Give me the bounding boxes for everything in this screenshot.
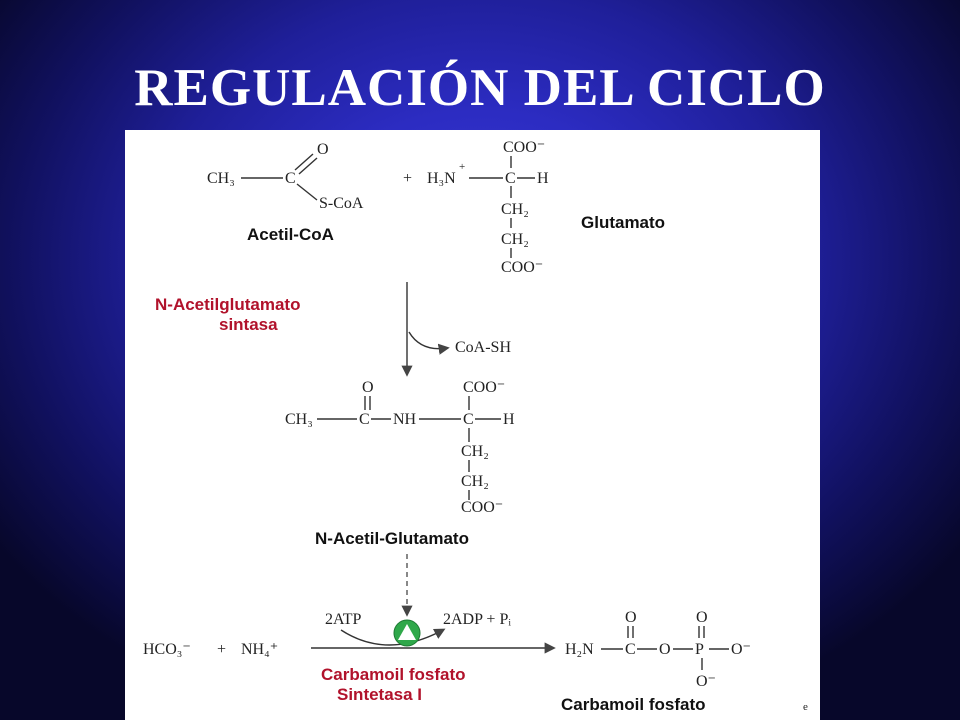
nag-ch2-2: CH₂	[461, 473, 489, 490]
nag-carbonyl-c: C	[359, 411, 370, 428]
reaction-diagram-panel: CH₃ C O S-CoA Acetil-CoA + COO⁻ H₃N + C …	[125, 130, 820, 720]
glutamate-ch2-1: CH₂	[501, 201, 529, 218]
n-acetylglutamate-structure: O CH₃ C NH C H COO⁻ CH₂ CH₂ COO⁻ N-Aceti…	[285, 379, 515, 548]
nag-ch3: CH₃	[285, 411, 313, 428]
cp-o-top1: O	[625, 609, 637, 626]
acetyl-coa-structure: CH₃ C O S-CoA Acetil-CoA	[207, 141, 364, 244]
acetyl-o: O	[317, 141, 329, 158]
glutamate-ch2-2: CH₂	[501, 231, 529, 248]
cp-c: C	[625, 641, 636, 658]
glutamate-coo-top: COO⁻	[503, 139, 545, 156]
carbamoyl-synthesis-reaction: HCO₃⁻ + NH₄⁺ 2ATP 2ADP + Pᵢ Carbamoil fo…	[143, 611, 556, 704]
nag-coo-top: COO⁻	[463, 379, 505, 396]
nag-ch2-1: CH₂	[461, 443, 489, 460]
glutamate-coo-bottom: COO⁻	[501, 259, 543, 276]
cp-o-top2: O	[696, 609, 708, 626]
acetyl-ch3: CH₃	[207, 170, 235, 187]
adp-output: 2ADP + Pᵢ	[443, 611, 511, 628]
nag-nh: NH	[393, 411, 417, 428]
reaction-diagram: CH₃ C O S-CoA Acetil-CoA + COO⁻ H₃N + C …	[143, 139, 808, 714]
nag-coo-bottom: COO⁻	[461, 499, 503, 516]
glutamate-structure: COO⁻ H₃N + C H CH₂ CH₂ COO⁻ Glutamato	[427, 139, 665, 276]
acetyl-carbonyl-c: C	[285, 170, 296, 187]
nh4-reactant: NH₄⁺	[241, 641, 278, 658]
plus-sign-2: +	[217, 641, 226, 658]
enzyme-cps1-line1: Carbamoil fosfato	[321, 665, 466, 684]
carbamoyl-phosphate-label: Carbamoil fosfato	[561, 695, 706, 714]
plus-sign-1: +	[403, 170, 412, 187]
acetyl-scoa: S-CoA	[319, 195, 364, 212]
atp-adp-curve	[340, 628, 446, 646]
cp-h2n: H₂N	[565, 641, 594, 658]
nag-h: H	[503, 411, 515, 428]
n-acetylglutamate-label: N-Acetil-Glutamato	[315, 529, 469, 548]
cp-o-mid: O	[659, 641, 671, 658]
byproduct-arrow	[408, 331, 450, 355]
enzyme-cps1-line2: Sintetasa I	[337, 685, 422, 704]
slide-title: REGULACIÓN DEL CICLO	[134, 59, 826, 117]
atp-input: 2ATP	[325, 611, 362, 628]
nag-alpha-c: C	[463, 411, 474, 428]
corner-text-fragment: e	[803, 701, 808, 713]
cp-p: P	[695, 641, 704, 658]
glutamate-alpha-c: C	[505, 170, 516, 187]
coa-sh-byproduct: CoA-SH	[455, 339, 511, 356]
carbamoyl-phosphate-structure: H₂N C O O P O O⁻ O⁻ Carbamoil fosfato e	[561, 609, 808, 714]
acetyl-coa-label: Acetil-CoA	[247, 225, 334, 244]
nag-o: O	[362, 379, 374, 396]
activator-plus-triangle-icon	[398, 624, 416, 640]
hco3-reactant: HCO₃⁻	[143, 641, 191, 658]
glutamate-h3n: H₃N	[427, 170, 456, 187]
cp-o-right: O⁻	[731, 641, 751, 658]
enzyme-nag-synthase-line1: N-Acetilglutamato	[155, 295, 300, 314]
glutamate-charge: +	[459, 161, 465, 173]
glutamate-label: Glutamato	[581, 213, 665, 232]
cp-o-bottom: O⁻	[696, 673, 716, 690]
glutamate-h: H	[537, 170, 549, 187]
enzyme-nag-synthase-line2: sintasa	[219, 315, 278, 334]
